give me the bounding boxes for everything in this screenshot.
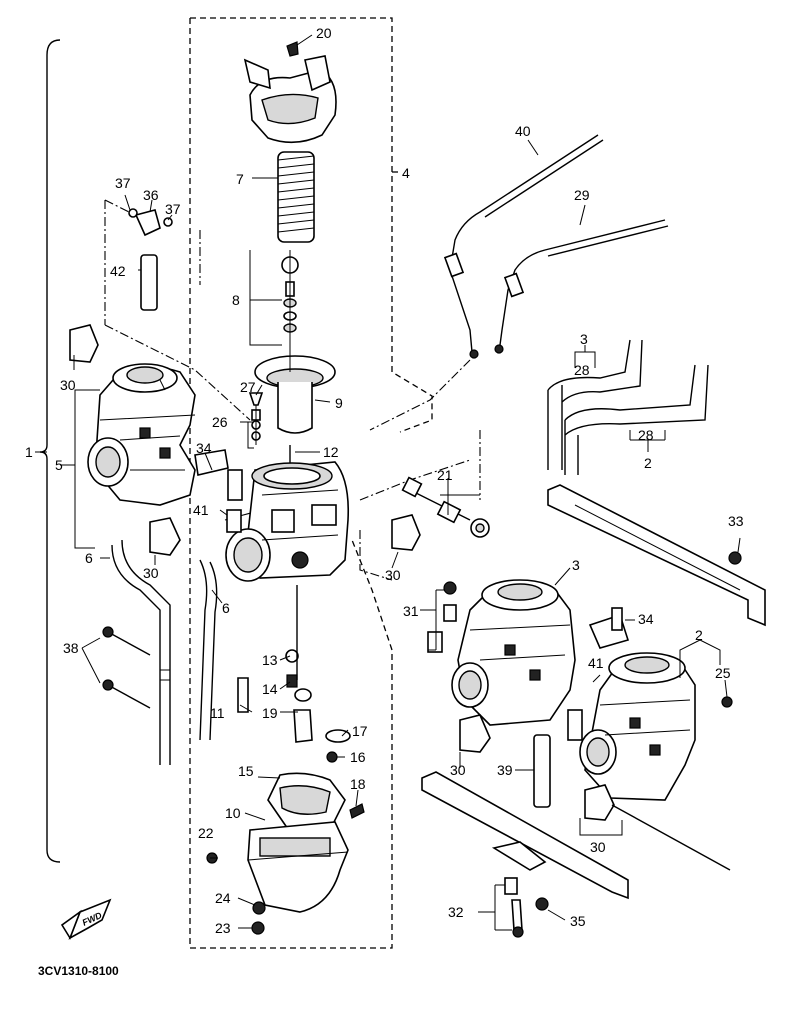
callout-1: 1 — [25, 444, 33, 460]
float-15 — [267, 772, 346, 833]
throttle-cables — [443, 134, 669, 359]
callout-30-right-bottom: 30 — [590, 839, 606, 855]
callout-36: 36 — [143, 187, 159, 203]
assembly-1-bracket — [39, 39, 61, 863]
callout-14: 14 — [262, 681, 278, 697]
tube-39 — [533, 734, 551, 808]
callout-30-top-left: 30 — [60, 377, 76, 393]
callout-25: 25 — [715, 665, 731, 681]
main-body — [225, 461, 350, 582]
callout-3-carb: 3 — [572, 557, 580, 573]
callout-7: 7 — [236, 171, 244, 187]
callout-12: 12 — [323, 444, 339, 460]
callout-30-left-bottom: 30 — [143, 565, 159, 581]
callout-27: 27 — [240, 379, 256, 395]
bottom-bracket-bar — [421, 771, 629, 938]
callout-3-hose: 3 — [580, 331, 588, 347]
right-carburetor-2 — [567, 607, 733, 801]
callout-31: 31 — [403, 603, 419, 619]
callout-11: 11 — [210, 705, 225, 721]
callout-18: 18 — [350, 776, 366, 792]
callout-41-right: 41 — [588, 655, 604, 671]
callout-34-left: 34 — [196, 440, 212, 456]
callout-37-right: 37 — [165, 201, 181, 217]
callout-17: 17 — [352, 723, 368, 739]
callout-30-right-mid: 30 — [450, 762, 466, 778]
callout-38: 38 — [63, 640, 79, 656]
callout-33: 33 — [728, 513, 744, 529]
needle-parts-8 — [281, 250, 299, 340]
callout-34-right: 34 — [638, 611, 654, 627]
callout-13: 13 — [262, 652, 278, 668]
callout-35: 35 — [570, 913, 586, 929]
callout-23: 23 — [215, 920, 231, 936]
diaphragm-piston-9 — [254, 340, 336, 434]
center-carburetor — [206, 41, 365, 935]
callout-numbers: 20 7 4 40 29 37 36 37 42 8 3 28 30 27 9 … — [25, 25, 744, 936]
vent-hoses-28 — [547, 339, 709, 475]
callout-5: 5 — [55, 457, 63, 473]
right-brackets-30 — [391, 514, 731, 871]
callout-16: 16 — [350, 749, 366, 765]
callout-26: 26 — [212, 414, 228, 430]
callout-40: 40 — [515, 123, 531, 139]
callout-15: 15 — [238, 763, 254, 779]
right-carburetor-3 — [427, 579, 576, 726]
callout-29: 29 — [574, 187, 590, 203]
callout-4: 4 — [402, 165, 410, 181]
callout-20: 20 — [316, 25, 332, 41]
callout-21: 21 — [437, 467, 453, 483]
callout-6-left: 6 — [85, 550, 93, 566]
callout-2-hose: 2 — [644, 455, 652, 471]
callout-9: 9 — [335, 395, 343, 411]
callout-28-bottom: 28 — [638, 427, 654, 443]
callout-6-mid: 6 — [222, 600, 230, 616]
float-bowl — [247, 821, 349, 913]
callout-10: 10 — [225, 805, 241, 821]
callout-leaders — [35, 34, 741, 931]
callout-19: 19 — [262, 705, 278, 721]
callout-32: 32 — [448, 904, 464, 920]
spring-7 — [277, 151, 315, 243]
mounting-bar — [547, 484, 766, 627]
callout-24: 24 — [215, 890, 231, 906]
forward-arrow-icon: FWD — [60, 898, 112, 940]
callout-41-left: 41 — [193, 502, 209, 518]
callout-30-center: 30 — [385, 567, 401, 583]
parts-26-27 — [248, 392, 264, 445]
callout-39: 39 — [497, 762, 513, 778]
callout-8: 8 — [232, 292, 240, 308]
assembly-4-dashed-frame — [189, 17, 433, 949]
callout-2-carb: 2 — [695, 627, 703, 643]
left-carburetor — [69, 208, 243, 765]
callout-42: 42 — [110, 263, 126, 279]
callout-28-top: 28 — [574, 362, 590, 378]
callout-37-left: 37 — [115, 175, 131, 191]
idle-screw-21 — [401, 476, 490, 538]
reference-code: 3CV1310-8100 — [38, 964, 119, 978]
callout-22: 22 — [198, 825, 214, 841]
